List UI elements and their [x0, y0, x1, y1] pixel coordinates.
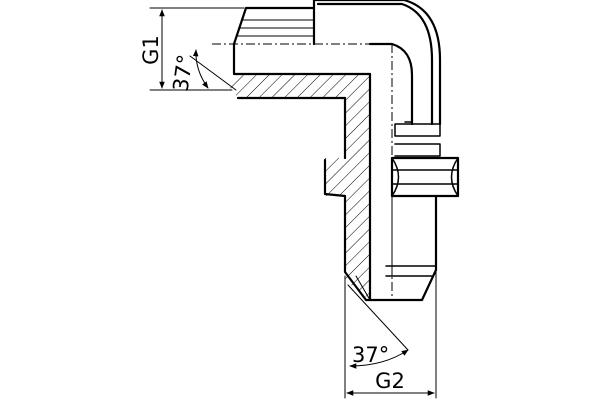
center-lines: [212, 43, 393, 300]
angle-top: 37°: [169, 49, 237, 93]
dimension-g1-label: G1: [139, 35, 163, 65]
angle-bottom-label: 37°: [352, 343, 389, 367]
dimension-g2: G2: [344, 271, 437, 399]
angle-bottom: 37°: [347, 284, 409, 369]
dimension-g1: G1: [139, 7, 245, 91]
section-hatching: [230, 74, 370, 300]
fitting-outline: [232, 0, 460, 302]
dimension-g2-label: G2: [375, 369, 405, 393]
angle-top-label: 37°: [169, 53, 198, 93]
